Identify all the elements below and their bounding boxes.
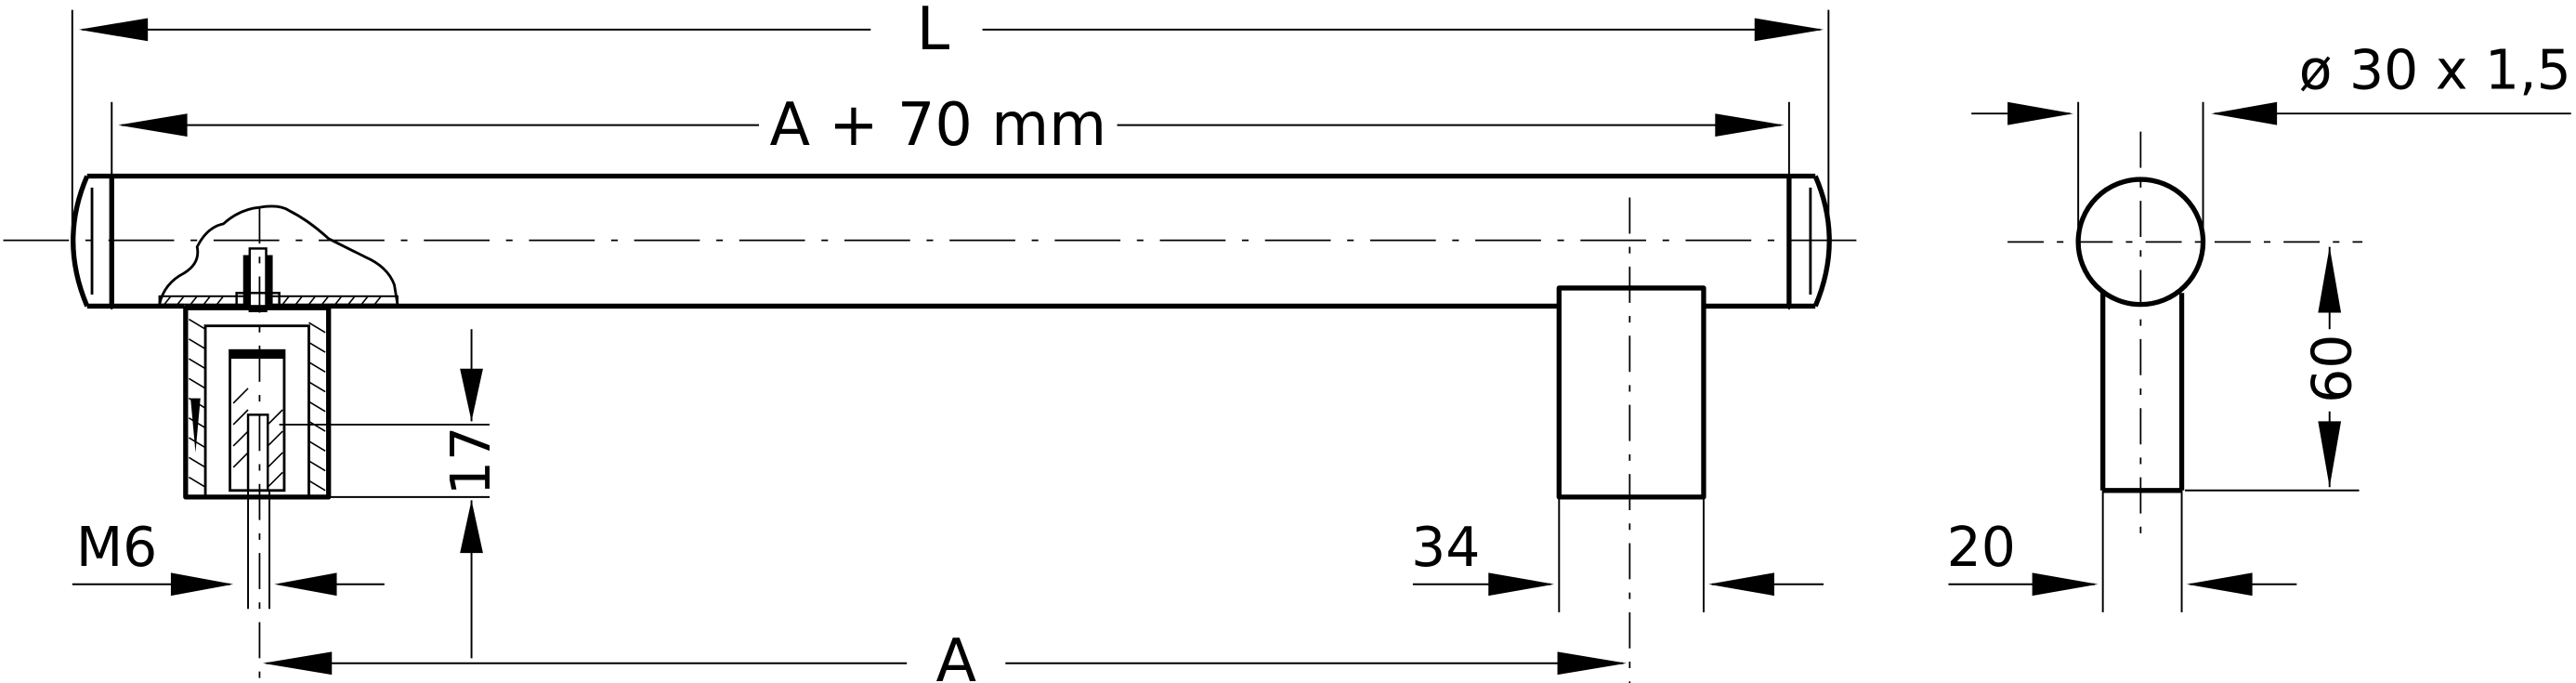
arrow-right-icon <box>1488 572 1554 597</box>
label-60: 60 <box>2301 335 2364 403</box>
dimension-34: 34 <box>1411 516 1824 597</box>
right-foot <box>1556 285 1706 500</box>
arrow-left-icon <box>2211 101 2278 125</box>
arrow-left-icon <box>2186 572 2253 597</box>
arrow-right-icon <box>1557 651 1627 676</box>
arrow-up-icon <box>460 500 483 554</box>
dimension-60: 60 <box>2185 246 2364 492</box>
front-view: L A + 70 mm <box>3 0 1870 683</box>
arrow-down-icon <box>2318 421 2342 488</box>
arrow-left-icon <box>118 113 188 137</box>
arrow-left-icon <box>78 18 149 42</box>
arrow-left-icon <box>274 572 337 597</box>
arrow-up-icon <box>2318 246 2342 313</box>
label-34: 34 <box>1411 516 1480 579</box>
arrow-left-icon <box>1708 572 1774 597</box>
dimension-20: 20 <box>1947 516 2297 597</box>
arrow-right-icon <box>2032 572 2099 597</box>
dimension-a: A <box>262 627 1627 683</box>
arrow-left-icon <box>262 651 333 676</box>
label-a-plus-70: A + 70 mm <box>770 91 1107 160</box>
label-20: 20 <box>1947 516 2016 579</box>
arrow-right-icon <box>2007 101 2073 125</box>
label-l: L <box>917 0 950 64</box>
dimension-m6: M6 <box>72 516 385 597</box>
dimension-17: 17 <box>279 329 503 659</box>
left-foot-section <box>158 204 399 500</box>
side-view: ø 30 x 1,5 20 60 <box>1947 39 2571 612</box>
dimension-a-plus-70: A + 70 mm <box>118 91 1785 160</box>
dimension-l: L <box>78 0 1824 64</box>
arrow-right-icon <box>1715 113 1785 137</box>
marker-arrow-icon <box>190 398 201 453</box>
label-a: A <box>935 627 976 683</box>
arrow-down-icon <box>460 368 483 422</box>
arrow-right-icon <box>1754 18 1824 42</box>
arrow-right-icon <box>170 572 234 597</box>
label-diameter: ø 30 x 1,5 <box>2299 39 2571 102</box>
dimension-diameter: ø 30 x 1,5 <box>1971 39 2571 125</box>
label-17: 17 <box>439 427 503 495</box>
label-m6: M6 <box>76 516 157 579</box>
